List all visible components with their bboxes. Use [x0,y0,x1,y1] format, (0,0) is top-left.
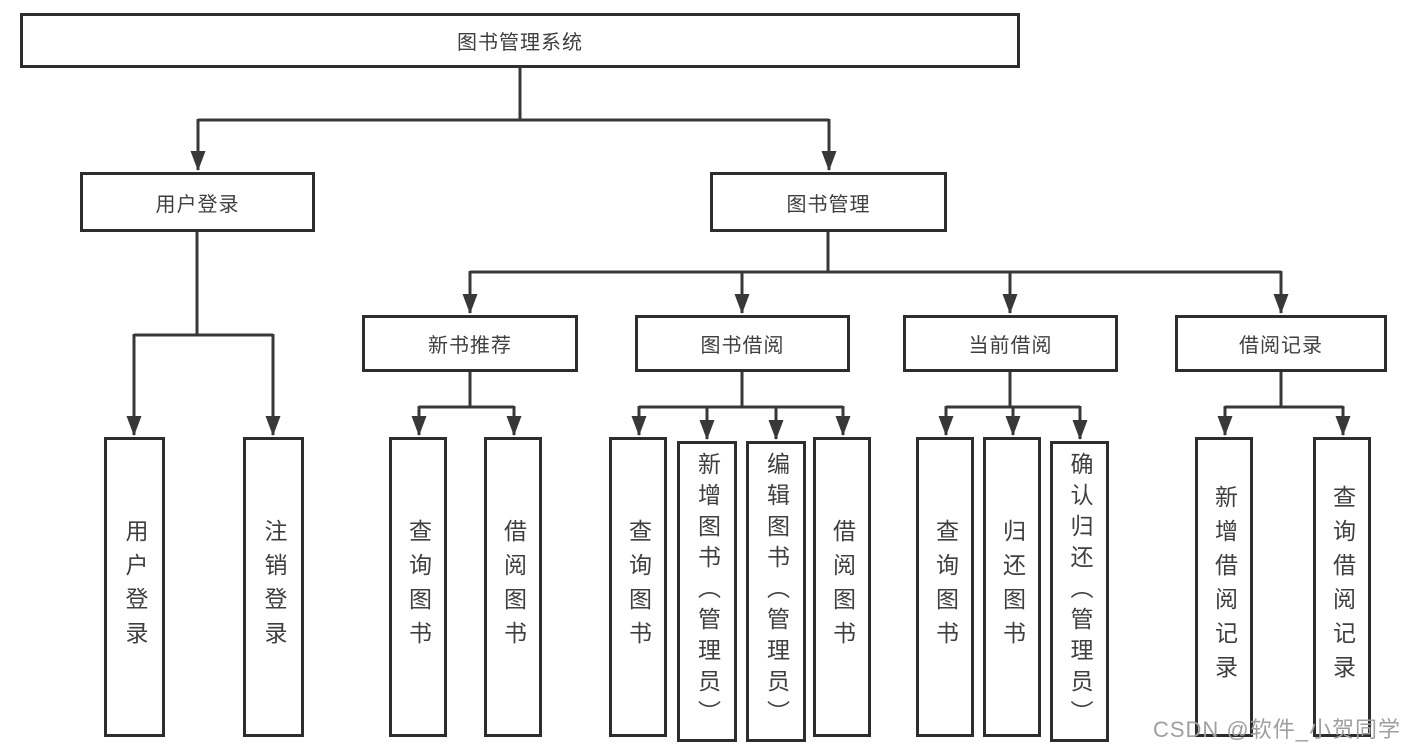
leaf-add-books-admin-label: 新增图书（管理员） [694,452,721,731]
leaf-return-books: 归还图书 [983,437,1041,737]
leaf-add-borrow-record: 新增借阅记录 [1195,437,1253,737]
leaf-query-borrow-record: 查询借阅记录 [1313,437,1371,737]
leaf-logout: 注销登录 [243,437,304,737]
leaf-return-books-label: 归还图书 [999,519,1026,655]
leaf-confirm-return-admin: 确认归还（管理员） [1050,441,1109,742]
node-borrow-records-label: 借阅记录 [1239,335,1323,357]
leaf-add-books-admin: 新增图书（管理员） [677,441,737,742]
node-current-borrow-label: 当前借阅 [968,335,1053,357]
node-user-login: 用户登录 [80,172,315,232]
node-user-login-label: 用户登录 [155,193,240,216]
node-root: 图书管理系统 [20,13,1020,68]
leaf-confirm-return-admin-label: 确认归还（管理员） [1067,452,1093,731]
node-root-label: 图书管理系统 [457,32,583,54]
node-new-book-recommend-label: 新书推荐 [428,335,512,357]
leaf-edit-books-admin: 编辑图书（管理员） [746,441,806,742]
leaf-query-books-3: 查询图书 [916,437,974,737]
node-book-management: 图书管理 [710,172,947,232]
node-book-borrow: 图书借阅 [635,315,850,372]
leaf-query-books-2-label: 查询图书 [625,519,652,655]
leaf-add-borrow-record-label: 新增借阅记录 [1211,485,1238,689]
leaf-query-books-1-label: 查询图书 [405,519,432,655]
leaf-user-login: 用户登录 [104,437,165,737]
csdn-watermark: CSDN @软件_小贺同学 [1152,717,1401,742]
leaf-borrow-books-1: 借阅图书 [484,437,542,737]
leaf-query-books-1: 查询图书 [389,437,447,737]
node-current-borrow: 当前借阅 [903,315,1118,372]
node-book-borrow-label: 图书借阅 [700,335,785,357]
leaf-borrow-books-2-label: 借阅图书 [829,519,856,655]
leaf-query-books-2: 查询图书 [609,437,667,737]
leaf-edit-books-admin-label: 编辑图书（管理员） [763,452,790,731]
node-new-book-recommend: 新书推荐 [362,315,578,372]
leaf-borrow-books-1-label: 借阅图书 [500,519,527,655]
leaf-query-borrow-record-label: 查询借阅记录 [1329,485,1356,689]
leaf-logout-label: 注销登录 [261,519,287,655]
leaf-borrow-books-2: 借阅图书 [813,437,871,737]
node-borrow-records: 借阅记录 [1175,315,1387,372]
leaf-user-login-label: 用户登录 [122,519,148,655]
leaf-query-books-3-label: 查询图书 [932,519,959,655]
node-book-management-label: 图书管理 [786,193,871,216]
